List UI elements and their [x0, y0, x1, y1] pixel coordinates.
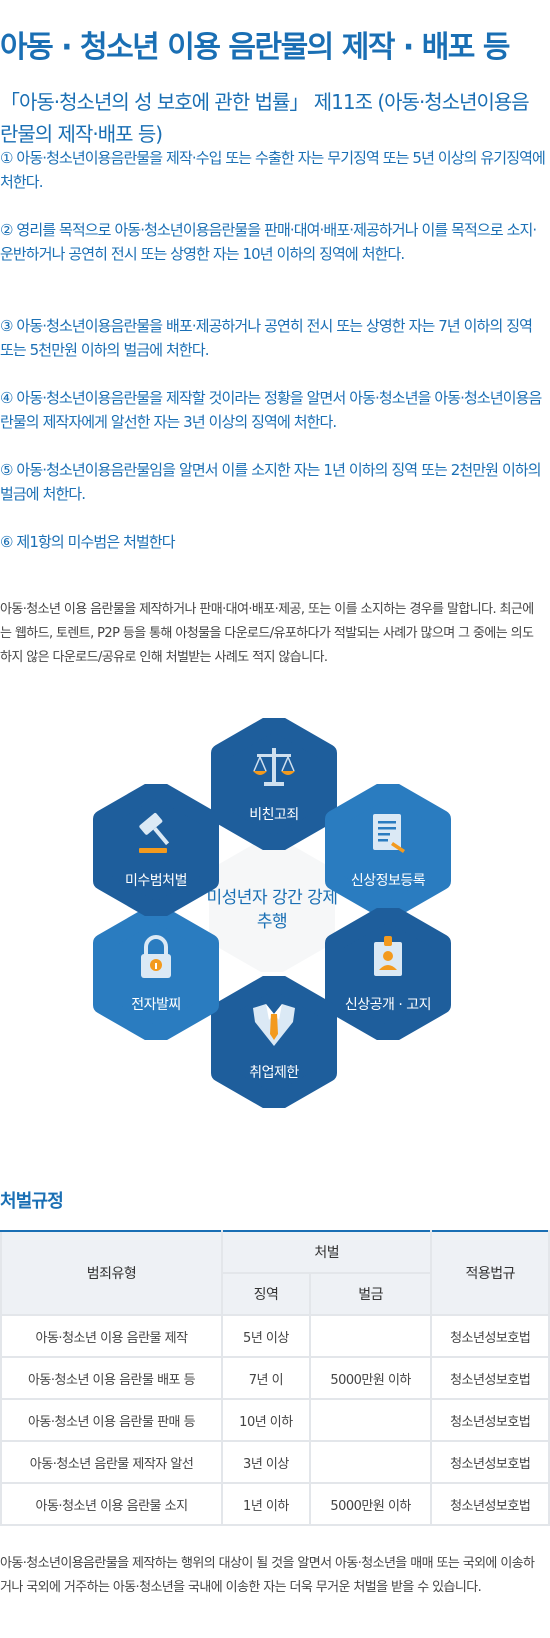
hex-label: 신상공개 · 고지 [344, 997, 432, 1013]
table-row: 아동·청소년 이용 음란물 소지 1년 이하 5000만원 이하 청소년성보호법 [0, 1482, 550, 1526]
clause-1: ① 아동·청소년이용음란물을 제작·수입 또는 수출한 자는 무기징역 또는 5… [0, 149, 546, 191]
cell-prison: 1년 이하 [221, 1482, 311, 1526]
header-crime-type: 범죄유형 [0, 1230, 224, 1316]
footnote-text: 아동·청소년이용음란물을 제작하는 행위의 대상이 될 것을 알면서 아동·청소… [0, 1556, 535, 1595]
table-row: 아동·청소년 이용 음란물 판매 등 10년 이하 청소년성보호법 [0, 1398, 550, 1442]
table-row: 아동·청소년 음란물 제작자 알선 3년 이상 청소년성보호법 [0, 1440, 550, 1484]
id-badge-icon [374, 936, 402, 976]
document-pen-icon [373, 814, 405, 853]
cell-crime: 아동·청소년 이용 음란물 배포 등 [0, 1356, 224, 1400]
law-heading: 「아동·청소년의 성 보호에 관한 법률」 제11조 (아동·청소년이용음란물의… [0, 90, 530, 146]
header-fine: 벌금 [308, 1272, 433, 1316]
clause-2: ② 영리를 목적으로 아동·청소년이용음란물을 판매·대여·배포·제공하거나 이… [0, 221, 537, 263]
cell-crime: 아동·청소년 이용 음란물 제작 [0, 1314, 224, 1358]
table-row: 아동·청소년 이용 음란물 배포 등 7년 이 5000만원 이하 청소년성보호… [0, 1356, 550, 1400]
hex-electronic-anklet: 전자발찌 [90, 908, 222, 1040]
center-hex: 미성년자 강간 강제추행 [206, 840, 338, 972]
page-title: 아동 · 청소년 이용 음란물의 제작 · 배포 등 [0, 30, 510, 65]
cell-fine [308, 1398, 433, 1442]
gavel-icon [139, 813, 170, 853]
center-hex-label: 미성년자 강간 강제추행 [206, 888, 338, 932]
hex-employment-restriction: 취업제한 [208, 976, 340, 1108]
table-row: 아동·청소년 이용 음란물 제작 5년 이상 청소년성보호법 [0, 1314, 550, 1358]
shirt-tie-icon [253, 1004, 295, 1046]
consequence-diagram: 미성년자 강간 강제추행 비친고죄 [0, 718, 550, 1130]
padlock-icon [141, 935, 171, 978]
cell-law: 청소년성보호법 [430, 1356, 550, 1400]
penalty-table: 범죄유형 처벌 적용법규 징역 벌금 아동·청소년 이용 음란물 제작 5년 이… [0, 1230, 550, 1526]
cell-fine [308, 1440, 433, 1484]
header-punishment: 처벌 [221, 1230, 433, 1274]
penalty-section-title: 처벌규정 [0, 1191, 64, 1212]
hex-label: 비친고죄 [249, 807, 299, 823]
cell-law: 청소년성보호법 [430, 1398, 550, 1442]
cell-law: 청소년성보호법 [430, 1440, 550, 1484]
clause-3: ③ 아동·청소년이용음란물을 배포·제공하거나 공연히 전시 또는 상영한 자는… [0, 317, 533, 359]
hex-personal-info-registration: 신상정보등록 [322, 784, 454, 916]
cell-law: 청소년성보호법 [430, 1314, 550, 1358]
clause-4: ④ 아동·청소년이용음란물을 제작할 것이라는 정황을 알면서 아동·청소년을 … [0, 389, 542, 431]
hex-label: 전자발찌 [131, 997, 181, 1013]
hex-label: 미수범처벌 [125, 873, 187, 889]
cell-prison: 3년 이상 [221, 1440, 311, 1484]
hex-attempt-punishment: 미수범처벌 [90, 784, 222, 916]
scales-icon [253, 748, 295, 786]
hex-label: 취업제한 [249, 1065, 299, 1081]
hex-identity-disclosure: 신상공개 · 고지 [322, 908, 454, 1040]
cell-crime: 아동·청소년 이용 음란물 소지 [0, 1482, 224, 1526]
clause-5: ⑤ 아동·청소년이용음란물임을 알면서 이를 소지한 자는 1년 이하의 징역 … [0, 461, 542, 503]
cell-fine [308, 1314, 433, 1358]
header-prison: 징역 [221, 1272, 311, 1316]
cell-prison: 7년 이 [221, 1356, 311, 1400]
cell-prison: 5년 이상 [221, 1314, 311, 1358]
hex-label: 신상정보등록 [350, 873, 426, 889]
cell-fine: 5000만원 이하 [308, 1356, 433, 1400]
cell-law: 청소년성보호법 [430, 1482, 550, 1526]
description-text: 아동·청소년 이용 음란물을 제작하거나 판매·대여·배포·제공, 또는 이를 … [0, 602, 534, 665]
cell-crime: 아동·청소년 음란물 제작자 알선 [0, 1440, 224, 1484]
cell-prison: 10년 이하 [221, 1398, 311, 1442]
clause-6: ⑥ 제1항의 미수범은 처벌한다 [0, 533, 176, 551]
cell-fine: 5000만원 이하 [308, 1482, 433, 1526]
header-applicable-law: 적용법규 [430, 1230, 550, 1316]
cell-crime: 아동·청소년 이용 음란물 판매 등 [0, 1398, 224, 1442]
hex-non-complaint-crime: 비친고죄 [208, 718, 340, 850]
